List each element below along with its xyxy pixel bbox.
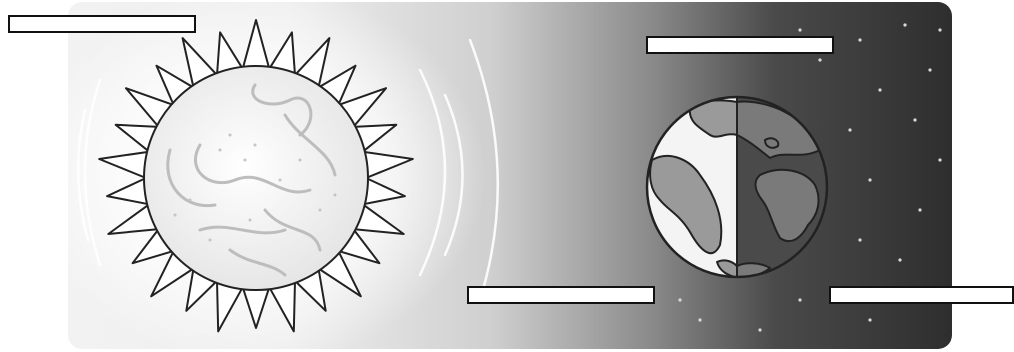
- star: [848, 128, 851, 131]
- star: [903, 23, 906, 26]
- star: [818, 58, 821, 61]
- star: [868, 178, 871, 181]
- sun-label-box[interactable]: [8, 15, 196, 33]
- star: [678, 298, 681, 301]
- star: [878, 88, 881, 91]
- space-label-box[interactable]: [646, 36, 834, 54]
- star: [798, 298, 801, 301]
- star: [858, 38, 861, 41]
- star: [913, 118, 916, 121]
- star: [928, 68, 931, 71]
- star: [918, 208, 921, 211]
- star: [758, 328, 761, 331]
- star: [938, 158, 941, 161]
- night-side-label-box[interactable]: [829, 286, 1014, 304]
- star: [868, 318, 871, 321]
- star: [858, 238, 861, 241]
- star: [798, 28, 801, 31]
- star: [938, 28, 941, 31]
- star: [898, 258, 901, 261]
- day-side-label-box[interactable]: [467, 286, 655, 304]
- star: [698, 318, 701, 321]
